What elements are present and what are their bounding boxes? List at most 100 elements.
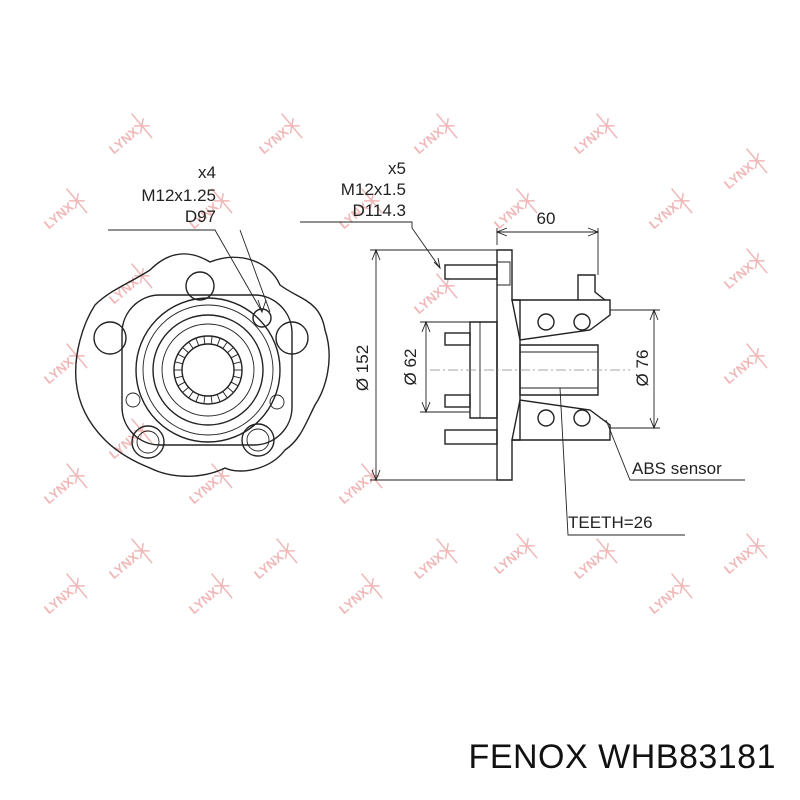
watermark-mark: LYNX [256, 113, 303, 157]
side-arrow [433, 257, 441, 270]
stud-upper [444, 264, 498, 280]
dim-pilot-diameter: Ø 62 [401, 349, 420, 386]
watermark-text: LYNX [106, 124, 142, 157]
watermark-symbol [65, 188, 88, 214]
watermark-symbol [595, 538, 618, 564]
watermark-symbol [745, 533, 768, 559]
watermark-symbol [130, 113, 153, 139]
side-thread: M12x1.5 [341, 180, 406, 199]
watermark-text: LYNX [336, 584, 372, 617]
hub-lower-section [511, 399, 611, 441]
front-view: x4 M12x1.25 D97 [74, 163, 330, 477]
watermark-text: LYNX [251, 549, 287, 582]
watermark-mark: LYNX [41, 188, 88, 232]
front-arrow [257, 299, 267, 314]
hub-ring-3 [152, 314, 264, 426]
side-stud-count: x5 [388, 159, 406, 178]
watermark-text: LYNX [571, 124, 607, 157]
watermark-text: LYNX [411, 284, 447, 317]
watermark-symbol [745, 248, 768, 274]
spline-tooth [177, 381, 186, 387]
stud-pilot-upper [444, 332, 471, 346]
watermark-mark: LYNX [721, 148, 768, 192]
stud-hole-front-1-inner [136, 430, 160, 454]
watermark-symbol [210, 463, 233, 489]
watermark-symbol [210, 573, 233, 599]
spline-tooth [210, 336, 213, 345]
dim-bearing-diameter: Ø 76 [633, 350, 652, 387]
watermark-symbol [130, 263, 153, 289]
watermark-mark: LYNX [186, 573, 233, 617]
spline-tooth [233, 375, 242, 379]
watermark-text: LYNX [41, 474, 77, 507]
watermark-symbol [435, 538, 458, 564]
watermark-mark: LYNX [106, 263, 153, 307]
dim-width: 60 [537, 209, 556, 228]
watermark-symbol [210, 188, 233, 214]
bearing-ball-1 [537, 313, 555, 331]
watermark-mark: LYNX [336, 573, 383, 617]
flange-outline [74, 253, 330, 477]
small-hole-2 [269, 394, 285, 410]
watermark-mark: LYNX [721, 248, 768, 292]
spline-tooth [182, 386, 189, 393]
spline-tooth [230, 353, 239, 359]
spline-tooth [195, 338, 200, 346]
stud-lower [444, 429, 498, 445]
watermark-symbol [360, 188, 383, 214]
spline-tooth [222, 341, 228, 349]
watermark-mark: LYNX [251, 538, 298, 582]
hub-bore [519, 344, 599, 396]
spline-teeth [174, 336, 242, 404]
watermark-mark: LYNX [721, 533, 768, 577]
spline-tooth [203, 336, 206, 345]
abs-sensor-label: ABS sensor [632, 459, 722, 478]
watermark-symbol [65, 463, 88, 489]
watermark-symbol [670, 573, 693, 599]
watermark-text: LYNX [571, 549, 607, 582]
dim-152-arrows [371, 248, 381, 482]
stud-hole-front-2 [241, 423, 275, 457]
product-caption: FENOX WHB83181 [468, 738, 776, 776]
side-view: 60 Ø 152 Ø 62 Ø 76 x5 M12x1.5 D114.3 ABS… [300, 159, 745, 536]
watermark-symbol [275, 538, 298, 564]
spline-tooth [174, 375, 183, 379]
front-leader-2 [239, 229, 271, 313]
stud-hole-front-3 [93, 321, 127, 355]
stud-hole-front-5 [185, 271, 215, 301]
watermark-mark: LYNX [411, 113, 458, 157]
watermark-symbol [745, 343, 768, 369]
abs-leader [605, 419, 745, 481]
spline-tooth [174, 361, 183, 365]
watermark-symbol [280, 113, 303, 139]
flange-plate [496, 249, 521, 481]
spline-inner [181, 343, 235, 397]
watermark-mark: LYNX [646, 188, 693, 232]
watermark-text: LYNX [646, 584, 682, 617]
watermark-mark: LYNX [491, 533, 538, 577]
spline-tooth [227, 347, 234, 354]
spline-tooth [195, 394, 200, 402]
watermark-mark: LYNX [571, 113, 618, 157]
spline-tooth [182, 347, 189, 354]
front-thread: M12x1.25 [141, 186, 216, 205]
watermark-symbol [670, 188, 693, 214]
watermark-text: LYNX [186, 584, 222, 617]
watermark-text: LYNX [411, 549, 447, 582]
watermark-text: LYNX [491, 199, 527, 232]
front-leader [108, 229, 263, 313]
watermark-symbol [595, 113, 618, 139]
watermark-symbol [515, 533, 538, 559]
spline-tooth [210, 395, 213, 404]
watermark-text: LYNX [256, 124, 292, 157]
front-pcd: D97 [185, 207, 216, 226]
watermark-mark: LYNX [41, 463, 88, 507]
watermark-mark: LYNX [411, 273, 458, 317]
watermark-mark: LYNX [411, 538, 458, 582]
watermark-text: LYNX [721, 544, 757, 577]
spline-tooth [216, 394, 221, 402]
watermark-symbol [745, 148, 768, 174]
spline-tooth [233, 361, 242, 365]
watermark-mark: LYNX [41, 573, 88, 617]
